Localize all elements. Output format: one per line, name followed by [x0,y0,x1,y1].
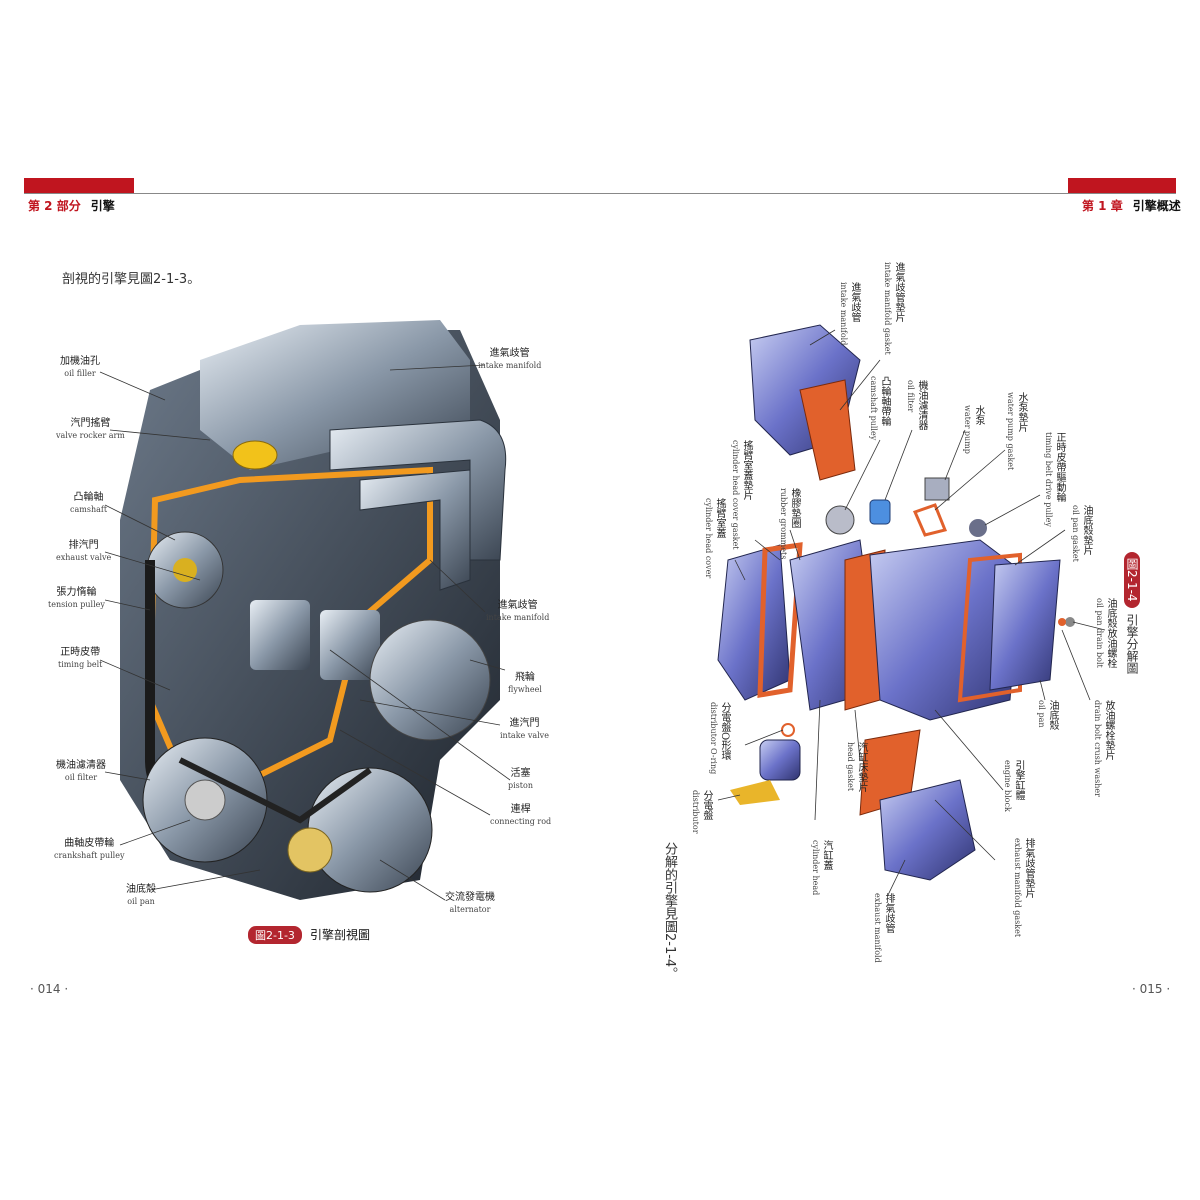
left-header-bar [24,178,134,194]
cutaway-leader-lines [99,364,511,901]
chapter-title: 引擎概述 [1132,199,1181,213]
engine-exploded-figure [717,324,1075,881]
page-number-right: · 015 · [1132,982,1171,996]
engine-cutaway-figure [120,320,507,900]
right-intro-text: 分解的引擎見圖2-1-4。 [662,842,677,981]
left-intro-text: 剖視的引擎見圖2-1-3。 [62,272,201,287]
left-running-head: 第 2 部分引擎 [28,197,115,214]
header-rule [24,193,1176,194]
part-title: 引擎 [90,199,115,213]
figure-title-2-1-3: 引擎剖視圖 [309,928,370,942]
exploded-leader-lines [717,329,1106,896]
left-figure-caption: 圖2-1-3 引擎剖視圖 [248,926,370,944]
figure-badge-2-1-3: 圖2-1-3 [248,926,302,944]
figure-badge-2-1-4: 圖2-1-4 [1124,552,1140,608]
part-label: 第 2 部分 [28,199,81,213]
right-header-bar [1068,178,1176,194]
page-number-left: · 014 · [30,982,69,996]
right-running-head: 第 1 章引擎概述 [1082,197,1181,214]
chapter-label: 第 1 章 [1082,199,1123,213]
figure-title-2-1-4: 引擎分解圖 [1125,613,1139,674]
right-figure-caption: 圖2-1-4 引擎分解圖 [1124,552,1140,674]
